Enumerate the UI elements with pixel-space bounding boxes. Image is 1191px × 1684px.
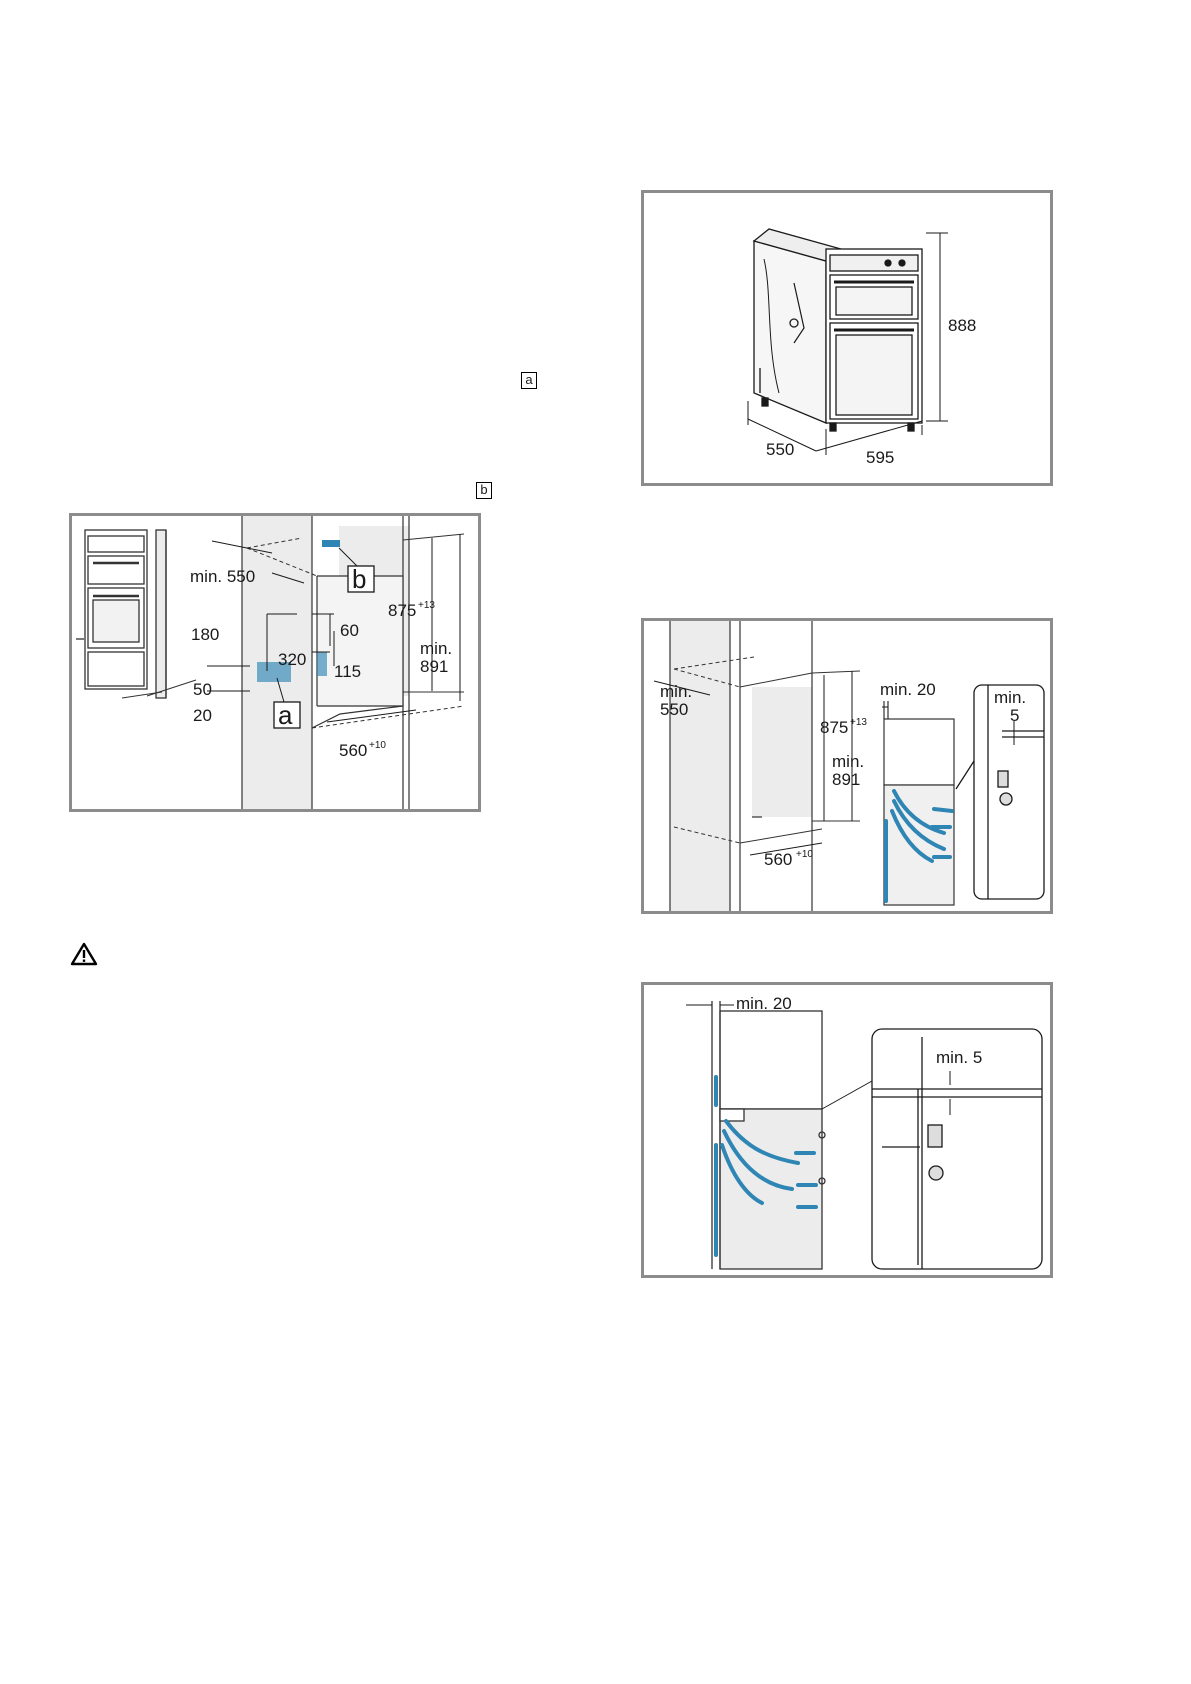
figure-niche-ventilation: min. 550 min. 20 min. 5 875 +13 min. 891… (641, 618, 1053, 914)
dim-875: 875 (820, 718, 848, 737)
dim-560-tolerance: +10 (369, 740, 386, 751)
dim-875-tolerance: +13 (850, 717, 867, 728)
dim-891: 891 (832, 770, 860, 789)
figure-niche-dimensions: min. 550 b a 180 60 320 115 50 20 875 +1… (69, 513, 481, 812)
label-b: b (352, 564, 366, 594)
dim-depth-550: 550 (766, 440, 794, 459)
detail-min-label: min. (994, 688, 1026, 707)
dim-560: 560 (339, 741, 367, 760)
dim-560: 560 (764, 850, 792, 869)
dim-min-550: min. 550 (190, 567, 255, 586)
detail-callout (956, 685, 1044, 899)
dim-875: 875 (388, 601, 416, 620)
dim-min-label: min. (660, 682, 692, 701)
dim-60: 60 (340, 621, 359, 640)
cabinet-side-view (712, 1001, 825, 1269)
dim-550: 550 (660, 700, 688, 719)
dim-width-595: 595 (866, 448, 894, 467)
dim-min-20: min. 20 (736, 994, 792, 1013)
dim-875-tolerance: +13 (418, 600, 435, 611)
dim-50: 50 (193, 680, 212, 699)
double-oven-illustration (754, 229, 922, 431)
dim-20: 20 (193, 706, 212, 725)
dim-891: 891 (420, 657, 448, 676)
figure-oven-dimensions: 888 550 595 (641, 190, 1053, 486)
dim-min-label: min. (420, 639, 452, 658)
dim-320: 320 (278, 650, 306, 669)
dim-min-20: min. 20 (880, 680, 936, 699)
detail-dim-min-5: min. 5 (936, 1048, 982, 1067)
dim-height-888: 888 (948, 316, 976, 335)
label-a: a (278, 700, 293, 730)
figure-ventilation-clearance: min. 20 min. 5 (641, 982, 1053, 1278)
dim-115: 115 (334, 662, 361, 681)
dim-180: 180 (191, 625, 219, 644)
dim-min-891-label: min. (832, 752, 864, 771)
warning-icon (70, 942, 98, 966)
marker-a: a (521, 372, 537, 389)
marker-b: b (476, 482, 492, 499)
dim-560-tolerance: +10 (796, 849, 813, 860)
detail-dim-5: 5 (1010, 706, 1019, 725)
kitchen-cabinet-illustration (76, 530, 196, 698)
